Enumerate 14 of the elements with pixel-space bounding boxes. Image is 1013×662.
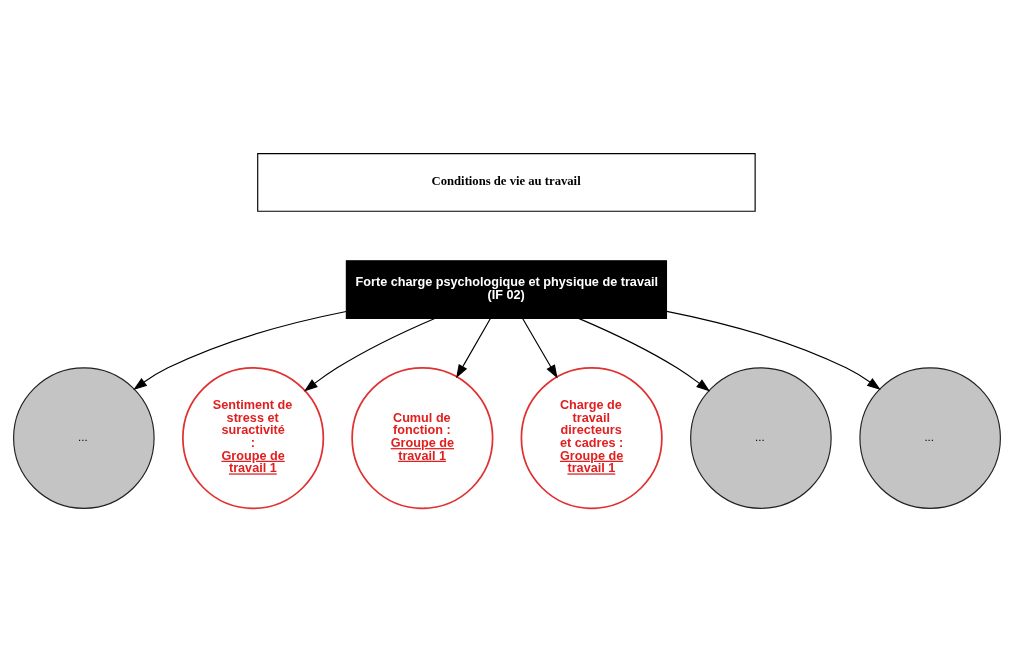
arrow bbox=[521, 317, 558, 379]
arrow bbox=[303, 317, 435, 392]
arrow bbox=[577, 317, 710, 392]
node-circle: Cumul de fonction : Groupe de travail 1 bbox=[350, 367, 493, 510]
arrow bbox=[455, 317, 491, 379]
node-circle: ... bbox=[12, 367, 155, 509]
arrow bbox=[665, 310, 881, 391]
node-circle: Charge de travail directeurs et cadres : Groupe de travail 1 bbox=[520, 367, 663, 510]
node-circle: ... bbox=[689, 367, 832, 509]
node-circle: Sentiment de stress et suractivité : Groupe de travail 1 bbox=[181, 367, 324, 510]
node-box: Conditions de vie au travail bbox=[256, 153, 756, 212]
node-circle: ... bbox=[858, 367, 1001, 509]
arrow bbox=[132, 310, 347, 391]
node-box: Forte charge psychologique et physique de travail (IF 02) bbox=[345, 260, 667, 319]
